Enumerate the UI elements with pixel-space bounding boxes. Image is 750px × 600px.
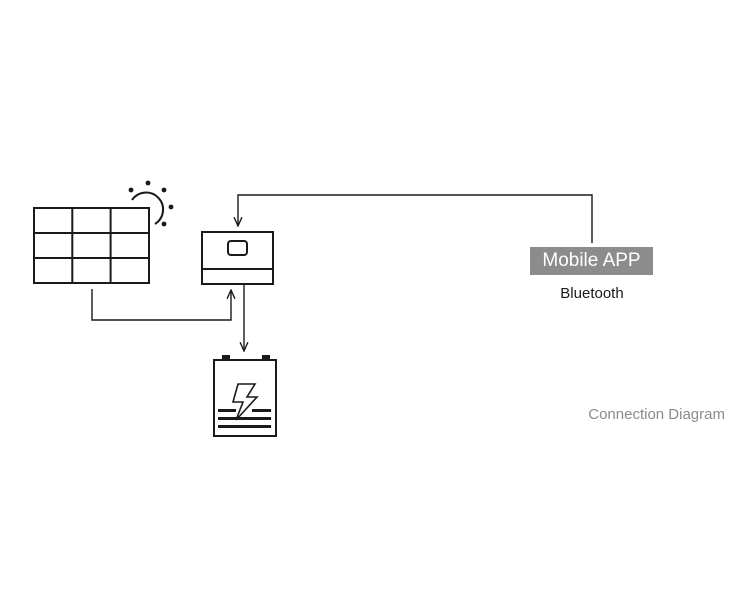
charge-controller-icon <box>201 231 274 285</box>
panel-to-controller-arrow <box>91 289 231 321</box>
battery-icon <box>213 355 277 437</box>
bluetooth-label: Bluetooth <box>560 285 624 302</box>
diagram-caption: Connection Diagram <box>588 406 725 423</box>
mobile-app-badge: Mobile APP <box>530 247 653 275</box>
app-to-controller-arrow <box>238 194 593 243</box>
solar-panel-icon <box>33 207 150 284</box>
sun-icon <box>128 180 174 227</box>
